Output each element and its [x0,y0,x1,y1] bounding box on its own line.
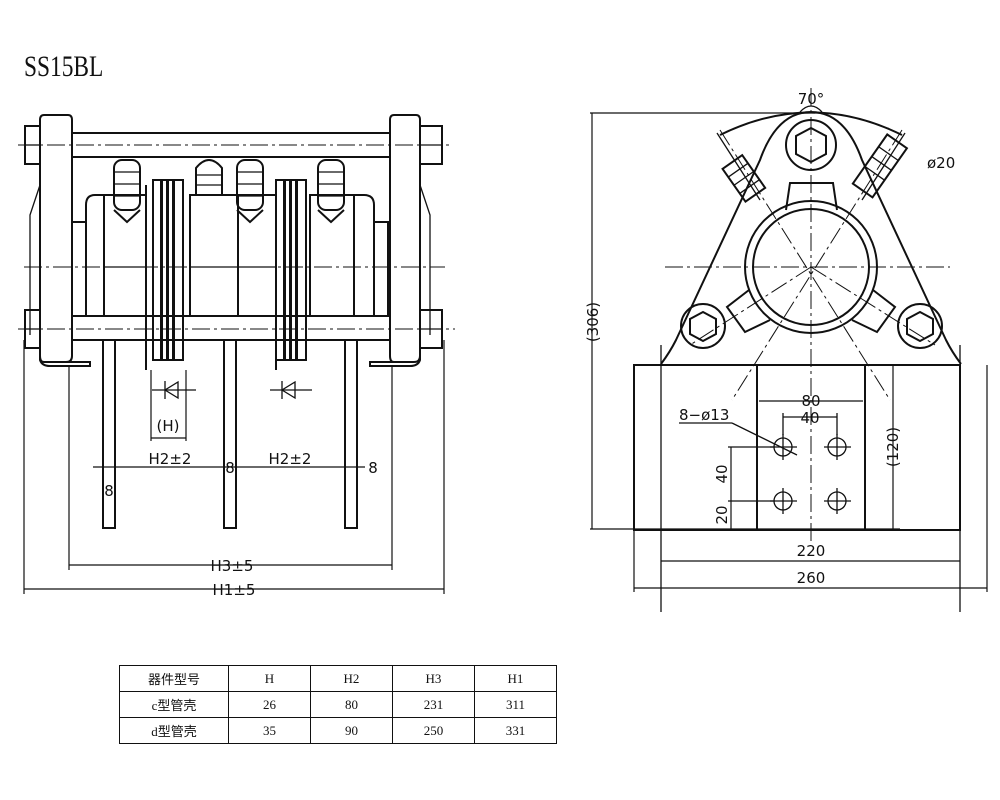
busbar-middle [223,339,237,529]
header-cell: H3 [392,665,475,692]
diode-symbol-1 [152,380,196,400]
mount-holes-label: 8−ø13 [679,406,729,424]
thyristor-disc-2 [275,179,307,370]
cell: 331 [474,717,557,744]
pipe-diameter-label: ø20 [927,154,955,172]
cell: d型管壳 [119,717,229,744]
water-fitting-1 [113,159,141,224]
cell: 80 [310,691,393,718]
cell: 90 [310,717,393,744]
dim-20-vertical-label: 20 [713,505,731,524]
front-view: (H) H2±2 H2±2 8 8 8 H3±5 H1±5 [18,114,455,599]
thyristor-disc-1 [145,179,184,370]
water-fitting-2 [195,159,223,195]
busbar-right [344,339,358,529]
dim-80-label: 80 [801,392,820,410]
right-bolt-boss [897,303,943,349]
heatsink-2 [189,194,239,317]
left-hex-nut [689,310,717,343]
cell: 35 [228,717,311,744]
left-water-pipe [721,153,767,204]
side-view: 70° ø20 [584,88,988,612]
dim-220-label: 220 [797,542,826,560]
cell: 231 [392,691,475,718]
busbar-left [102,339,116,529]
cell: 26 [228,691,311,718]
right-insulator [373,221,389,317]
header-cell: H2 [310,665,393,692]
right-mount-bracket [369,335,421,367]
left-bolt-boss [680,303,726,349]
right-hex-nut [906,310,934,343]
table-row: d型管壳 35 90 250 331 [119,717,557,744]
left-insulator [71,221,87,317]
dim-40-horizontal-label: 40 [800,409,819,427]
diode-symbol-2 [270,380,312,400]
cell: c型管壳 [119,691,229,718]
water-fitting-3 [236,159,264,224]
left-end-plate [39,114,73,363]
busbar-thickness-left: 8 [104,482,114,500]
header-cell: H1 [474,665,557,692]
dim-h2-right-label: H2±2 [269,450,312,468]
dim-h1-label: H1±5 [213,581,256,599]
left-mount-bracket [39,335,91,367]
dim-h2-left-label: H2±2 [149,450,192,468]
dim-h-label: (H) [157,417,180,435]
water-fitting-4 [317,159,345,224]
dim-h3-label: H3±5 [211,557,254,575]
bottom-tie-rod [71,315,391,341]
spec-table-header: 器件型号 H H2 H3 H1 [119,665,557,692]
heatsink-1 [103,194,147,317]
busbar-thickness-right: 8 [368,459,378,477]
busbar-thickness-middle: 8 [225,459,235,477]
mounting-holes [770,434,851,514]
cell: 311 [474,691,557,718]
right-end-plate [389,114,421,363]
base-height-label: (120) [884,427,902,467]
heatsink-4 [309,194,355,317]
header-cell: 器件型号 [119,665,229,692]
table-row: c型管壳 26 80 231 311 [119,691,557,718]
heatsink-3 [237,194,277,317]
dim-40-vertical-label: 40 [713,464,731,483]
spec-table: 器件型号 H H2 H3 H1 c型管壳 26 80 231 311 d型管壳 … [119,665,557,744]
header-cell: H [228,665,311,692]
dim-260-label: 260 [797,569,826,587]
cell: 250 [392,717,475,744]
height-label: (306) [584,302,602,342]
drawing-title: SS15BL [24,50,104,83]
